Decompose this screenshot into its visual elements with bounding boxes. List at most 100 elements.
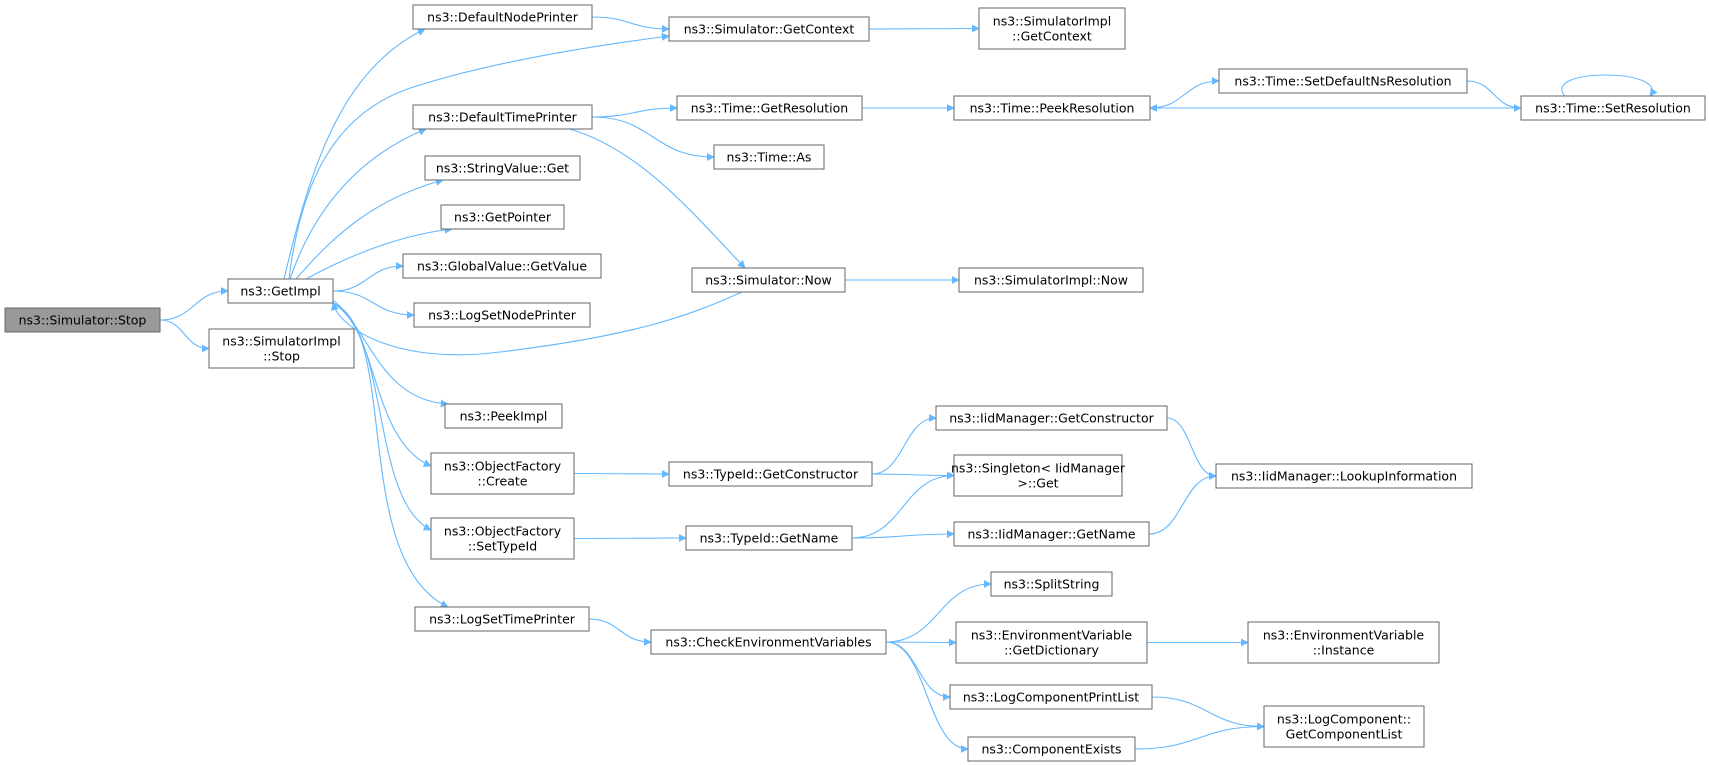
node-stop[interactable]: ns3::Simulator::Stop: [4, 307, 161, 333]
node-peekresolution[interactable]: ns3::Time::PeekResolution: [953, 95, 1151, 121]
node-globalvaluegetvalue[interactable]: ns3::GlobalValue::GetValue: [402, 253, 602, 279]
node-envinstance[interactable]: ns3::EnvironmentVariable::Instance: [1247, 621, 1440, 664]
node-typeidgetconstructor[interactable]: ns3::TypeId::GetConstructor: [668, 461, 873, 487]
node-label: ns3::CheckEnvironmentVariables: [665, 635, 871, 650]
edge-objfactorycreate-to-typeidgetconstructor: [573, 469, 670, 478]
node-setresolution[interactable]: ns3::Time::SetResolution: [1520, 95, 1706, 121]
node-box: [953, 454, 1123, 497]
node-label: ns3::IidManager::LookupInformation: [1231, 469, 1457, 484]
node-label: ns3::ObjectFactory: [444, 524, 562, 539]
node-box: [208, 328, 355, 369]
node-label: ns3::LogComponentPrintList: [963, 690, 1139, 705]
node-box: [676, 95, 863, 121]
edge-typeidgetname-to-singletonget: [851, 471, 955, 539]
edge-getimpl-to-logsetnodeprinter: [332, 290, 415, 319]
node-label: ns3::IidManager::GetName: [967, 527, 1135, 542]
node-typeidgetname[interactable]: ns3::TypeId::GetName: [685, 525, 853, 551]
node-checkenv[interactable]: ns3::CheckEnvironmentVariables: [650, 629, 887, 655]
edge-stop-to-getimpl: [159, 287, 229, 321]
node-label: ns3::Singleton< IidManager: [951, 461, 1126, 476]
node-simimplstop[interactable]: ns3::SimulatorImpl::Stop: [208, 328, 355, 369]
node-label: ns3::LogSetTimePrinter: [429, 612, 576, 627]
node-simimplgetcontext[interactable]: ns3::SimulatorImpl::GetContext: [978, 7, 1126, 50]
node-box: [414, 606, 590, 632]
node-getresolution[interactable]: ns3::Time::GetResolution: [676, 95, 863, 121]
node-box: [402, 253, 602, 279]
node-getcontext[interactable]: ns3::Simulator::GetContext: [668, 16, 870, 42]
node-logcompprintlist[interactable]: ns3::LogComponentPrintList: [949, 684, 1153, 710]
node-setdefaultnsres[interactable]: ns3::Time::SetDefaultNsResolution: [1218, 68, 1468, 94]
node-label: ns3::PeekImpl: [460, 409, 548, 424]
node-label: ns3::StringValue::Get: [436, 161, 569, 176]
node-label: ::GetDictionary: [1004, 643, 1099, 658]
edge-logcompprintlist-to-logcompgetlist: [1151, 696, 1265, 731]
edge-logsettimeprinter-to-checkenv: [588, 618, 652, 646]
node-getpointer[interactable]: ns3::GetPointer: [440, 204, 565, 230]
node-label: ns3::LogSetNodePrinter: [428, 308, 577, 323]
node-label: ns3::Time::SetResolution: [1535, 101, 1691, 116]
edge-getimpl-to-stringvalueget: [295, 178, 444, 280]
edge-getimpl-to-logsettimeprinter: [332, 302, 449, 608]
edge-getimpl-to-defaulttimeprinter: [289, 128, 427, 280]
node-label: ns3::TypeId::GetName: [700, 531, 839, 546]
edge-getcontext-to-simimplgetcontext: [868, 24, 980, 33]
node-label: GetComponentList: [1286, 727, 1403, 742]
node-label: ns3::IidManager::GetConstructor: [949, 411, 1154, 426]
node-iidgetname[interactable]: ns3::IidManager::GetName: [953, 521, 1150, 547]
node-label: ns3::GetPointer: [454, 210, 552, 225]
node-timeas[interactable]: ns3::Time::As: [713, 144, 825, 170]
node-logcompgetlist[interactable]: ns3::LogComponent::GetComponentList: [1263, 705, 1425, 748]
node-box: [412, 104, 593, 130]
node-iidlookup[interactable]: ns3::IidManager::LookupInformation: [1215, 463, 1473, 489]
node-singletonget[interactable]: ns3::Singleton< IidManager>::Get: [951, 454, 1126, 497]
node-logsetnodeprinter[interactable]: ns3::LogSetNodePrinter: [413, 302, 591, 328]
node-logsettimeprinter[interactable]: ns3::LogSetTimePrinter: [414, 606, 590, 632]
edge-typeidgetname-to-iidgetname: [851, 530, 955, 539]
node-label: ns3::EnvironmentVariable: [971, 628, 1133, 643]
node-splitstring[interactable]: ns3::SplitString: [990, 571, 1113, 597]
node-box: [1263, 705, 1425, 748]
node-defaulttimeprinter[interactable]: ns3::DefaultTimePrinter: [412, 104, 593, 130]
node-box: [953, 95, 1151, 121]
node-box: [650, 629, 887, 655]
node-envgetdict[interactable]: ns3::EnvironmentVariable::GetDictionary: [955, 621, 1148, 664]
node-label: ns3::ObjectFactory: [444, 459, 562, 474]
node-peekimpl[interactable]: ns3::PeekImpl: [444, 403, 563, 429]
node-label: ns3::Time::GetResolution: [691, 101, 848, 116]
node-label: ns3::Time::PeekResolution: [970, 101, 1135, 116]
node-getimpl[interactable]: ns3::GetImpl: [227, 278, 334, 304]
node-defaultnodeprinter[interactable]: ns3::DefaultNodePrinter: [412, 4, 593, 30]
node-box: [4, 307, 161, 333]
node-simnow[interactable]: ns3::Simulator::Now: [691, 267, 846, 293]
node-simimplnow[interactable]: ns3::SimulatorImpl::Now: [958, 267, 1144, 293]
node-iidgetconstructor[interactable]: ns3::IidManager::GetConstructor: [935, 405, 1168, 431]
edge-simnow-to-getimpl: [330, 291, 743, 356]
edge-objfactorysettypeid-to-typeidgetname: [573, 534, 687, 543]
node-box: [967, 736, 1136, 762]
edges-layer: [159, 16, 1658, 753]
node-box: [413, 302, 591, 328]
edge-getimpl-to-objfactorycreate: [332, 302, 432, 467]
node-stringvalueget[interactable]: ns3::StringValue::Get: [424, 155, 581, 181]
node-box: [444, 403, 563, 429]
node-label: ns3::Time::SetDefaultNsResolution: [1234, 74, 1451, 89]
node-box: [990, 571, 1113, 597]
edge-getimpl-to-getpointer: [305, 225, 453, 280]
edge-defaulttimeprinter-to-timeas: [591, 116, 715, 161]
edge-componentexists-to-logcompgetlist: [1134, 722, 1265, 750]
node-box: [685, 525, 853, 551]
edge-getimpl-to-globalvaluegetvalue: [332, 262, 404, 292]
node-box: [668, 16, 870, 42]
node-label: ::Stop: [263, 349, 300, 364]
node-box: [1215, 463, 1473, 489]
node-objfactorycreate[interactable]: ns3::ObjectFactory::Create: [430, 452, 575, 495]
node-box: [227, 278, 334, 304]
node-box: [953, 521, 1150, 547]
node-componentexists[interactable]: ns3::ComponentExists: [967, 736, 1136, 762]
edge-defaultnodeprinter-to-getcontext: [591, 16, 670, 33]
node-objfactorysettypeid[interactable]: ns3::ObjectFactory::SetTypeId: [430, 517, 575, 560]
node-label: ns3::SplitString: [1004, 577, 1100, 592]
node-label: ns3::SimulatorImpl: [222, 334, 340, 349]
node-label: >::Get: [1017, 476, 1058, 491]
